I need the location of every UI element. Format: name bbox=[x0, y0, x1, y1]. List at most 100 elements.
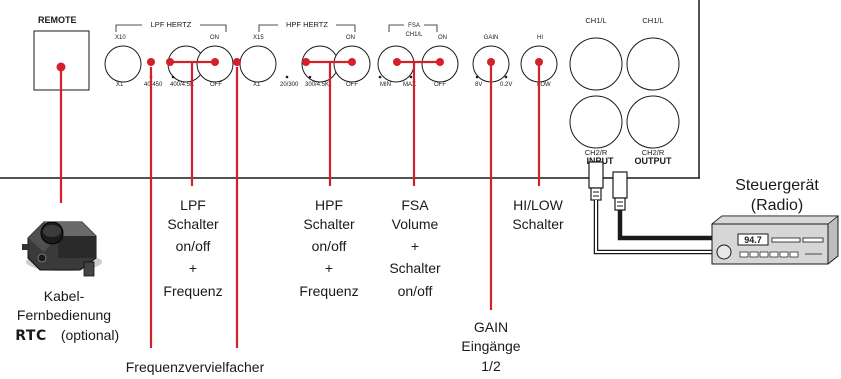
rtc-optional-label: (optional) bbox=[61, 327, 119, 343]
hpf-group: HPF HERTZ X15 X1 20/300 300/4.5K ON OFF bbox=[239, 20, 371, 88]
output-ch2-label: CH2/R bbox=[642, 148, 665, 157]
remote-callout-line-2: Fernbedienung bbox=[17, 307, 111, 323]
output-ch2-jack[interactable] bbox=[626, 95, 680, 149]
input-label: INPUT bbox=[587, 156, 615, 166]
input-ch2-label: CH2/R bbox=[585, 148, 608, 157]
lpf-range-high-label: 400/4.5K bbox=[170, 82, 194, 88]
remote-callout-text: Kabel- Fernbedienung RTC (optional) bbox=[15, 288, 119, 344]
head-unit-display-text: 94.7 bbox=[744, 235, 762, 245]
lpf-multiplier-dot bbox=[147, 58, 155, 66]
hilow-callout-line-1: HI/LOW bbox=[513, 197, 564, 213]
lpf-x1-label: X1 bbox=[116, 82, 124, 88]
rtc-logo: RTC bbox=[15, 328, 46, 344]
gain-callout-line-1: GAIN bbox=[474, 319, 508, 335]
output-ch1-label: CH1/L bbox=[642, 16, 663, 25]
rca-cables bbox=[588, 161, 712, 255]
rtc-remote-illustration bbox=[22, 221, 102, 277]
fsa-group-label: FSA bbox=[408, 23, 420, 29]
output-ch1-jack[interactable] bbox=[626, 37, 680, 91]
hpf-x1-label: X1 bbox=[253, 82, 261, 88]
head-unit-faceplate bbox=[711, 223, 829, 265]
fsa-callout-line-1: FSA bbox=[401, 197, 429, 213]
input-ch1-jack[interactable] bbox=[569, 37, 623, 91]
gain-02v-label: 0.2V bbox=[500, 82, 512, 88]
fsa-knob-max-dot bbox=[409, 75, 413, 79]
hpf-range-high-label: 300/4.5K bbox=[305, 82, 329, 88]
remote-callout-line-1: Kabel- bbox=[44, 288, 85, 304]
input-ch2-jack[interactable] bbox=[569, 95, 623, 149]
fsa-knob-min-dot bbox=[378, 75, 382, 79]
fsa-knob-dot bbox=[393, 58, 401, 66]
fsa-callout-line-3: + bbox=[411, 238, 419, 254]
hpf-knob-max-dot bbox=[308, 75, 312, 79]
hpf-callout-line-4: + bbox=[325, 260, 333, 276]
lpf-group: LPF HERTZ X10 X1 40/450 400/4.5K ON OFF bbox=[104, 20, 234, 88]
head-unit-display bbox=[737, 233, 769, 246]
multiplier-callout-label: Frequenzvervielfacher bbox=[126, 359, 265, 375]
gain-callout-text: GAIN Eingänge 1/2 bbox=[461, 319, 520, 374]
hpf-range-low-label: 20/300 bbox=[280, 82, 299, 88]
callout-lines bbox=[59, 60, 541, 348]
lpf-range-low-label: 40/450 bbox=[144, 82, 163, 88]
lpf-onoff-dot bbox=[211, 58, 219, 66]
head-unit-knob bbox=[716, 244, 732, 260]
low-label: LOW bbox=[537, 82, 551, 88]
lpf-off-label: OFF bbox=[210, 82, 222, 88]
radio-title-line-2: (Radio) bbox=[751, 197, 803, 214]
rca-connector-block: CH1/L CH1/L CH2/R CH2/R INPUT OUTPUT bbox=[569, 16, 680, 166]
hpf-off-label: OFF bbox=[346, 82, 358, 88]
hpf-on-label: ON bbox=[346, 35, 355, 41]
hpf-callout-text: HPF Schalter on/off + Frequenz bbox=[299, 197, 358, 299]
gain-label: GAIN bbox=[484, 35, 499, 41]
lpf-callout-line-1: LPF bbox=[180, 197, 206, 213]
radio-title-line-1: Steuergerät bbox=[735, 177, 819, 194]
hpf-onoff-dot bbox=[348, 58, 356, 66]
gain-callout-line-2: Eingänge bbox=[461, 338, 520, 354]
hpf-knob-min-dot bbox=[285, 75, 289, 79]
fsa-on-label: ON bbox=[438, 35, 447, 41]
hpf-callout-line-2: Schalter bbox=[303, 216, 355, 232]
hpf-callout-line-3: on/off bbox=[312, 238, 347, 254]
lpf-knob-max-dot bbox=[171, 75, 175, 79]
gain-max-dot bbox=[504, 75, 508, 79]
hpf-callout-line-5: Frequenz bbox=[299, 283, 358, 299]
hpf-x15-label: X15 bbox=[253, 35, 264, 41]
hilow-switch-dot bbox=[535, 58, 543, 66]
gain-min-dot bbox=[475, 75, 479, 79]
fsa-callout-line-2: Volume bbox=[392, 216, 439, 232]
callout-dots bbox=[56, 58, 543, 72]
remote-callout-dot bbox=[56, 62, 66, 72]
gain-8v-label: 8V bbox=[475, 82, 482, 88]
hpf-knob-dot bbox=[302, 58, 310, 66]
hilow-callout-line-2: Schalter bbox=[512, 216, 564, 232]
head-unit-illustration: 94.7 bbox=[710, 215, 840, 265]
hpf-group-label: HPF HERTZ bbox=[286, 20, 328, 29]
lpf-callout-text: LPF Schalter on/off + Frequenz bbox=[163, 197, 222, 299]
lpf-callout-line-3: on/off bbox=[176, 238, 211, 254]
lpf-group-label: LPF HERTZ bbox=[151, 20, 192, 29]
remote-label: REMOTE bbox=[38, 15, 77, 25]
hpf-multiplier-switch[interactable] bbox=[239, 45, 277, 83]
lpf-callout-line-4: + bbox=[189, 260, 197, 276]
fsa-group: FSA CH1/L MIN MAX ON OFF bbox=[377, 20, 459, 88]
hpf-callout-line-1: HPF bbox=[315, 197, 343, 213]
fsa-callout-line-5: on/off bbox=[398, 283, 433, 299]
amplifier-panel: REMOTE LPF HERTZ X10 X1 40/450 400/4.5K … bbox=[0, 0, 700, 179]
hilow-callout-text: HI/LOW Schalter bbox=[512, 197, 564, 232]
fsa-channel-label: CH1/L bbox=[405, 32, 423, 38]
fsa-callout-text: FSA Volume + Schalter on/off bbox=[389, 197, 441, 299]
gain-knob-dot bbox=[487, 58, 495, 66]
fsa-onoff-dot bbox=[436, 58, 444, 66]
lpf-callout-line-2: Schalter bbox=[167, 216, 219, 232]
input-ch1-label: CH1/L bbox=[585, 16, 606, 25]
lpf-x10-label: X10 bbox=[115, 35, 126, 41]
lpf-multiplier-switch[interactable] bbox=[104, 45, 142, 83]
hi-label: HI bbox=[537, 35, 543, 41]
lpf-knob-dot bbox=[166, 58, 174, 66]
hpf-multiplier-dot bbox=[233, 58, 241, 66]
output-label: OUTPUT bbox=[635, 156, 673, 166]
fsa-callout-line-4: Schalter bbox=[389, 260, 441, 276]
lpf-callout-line-5: Frequenz bbox=[163, 283, 222, 299]
fsa-max-label: MAX bbox=[403, 82, 416, 88]
